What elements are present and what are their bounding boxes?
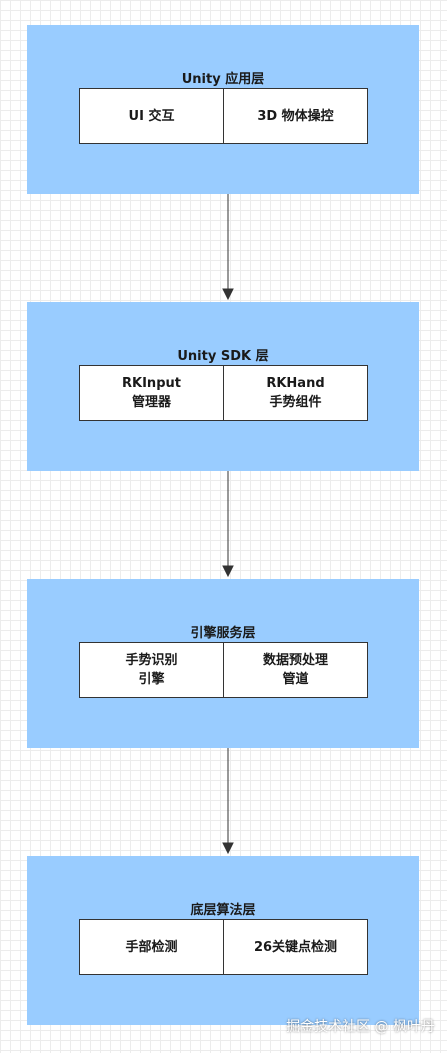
component-label: 数据预处理 bbox=[262, 653, 328, 668]
component-box-rkinput: RKInput 管理器 bbox=[80, 366, 223, 420]
component-label: 手势识别 bbox=[125, 653, 178, 668]
layer-engine-service: 引擎服务层 手势识别 引擎 数据预处理 管道 bbox=[27, 579, 419, 748]
component-label: 3D 物体操控 bbox=[257, 108, 334, 124]
component-label: 引擎 bbox=[138, 672, 165, 687]
component-box-preprocess-pipeline: 数据预处理 管道 bbox=[223, 643, 367, 697]
component-label: 手势组件 bbox=[269, 395, 322, 410]
layer-title: 引擎服务层 bbox=[190, 626, 256, 641]
layer-title: Unity 应用层 bbox=[181, 72, 265, 87]
component-row: 手部检测 26关键点检测 bbox=[79, 919, 368, 975]
watermark: 掘金技术社区 @ 枫叶丹 bbox=[286, 1019, 435, 1035]
component-row: RKInput 管理器 RKHand 手势组件 bbox=[79, 365, 368, 421]
component-box-rkhand: RKHand 手势组件 bbox=[223, 366, 367, 420]
component-label: 26关键点检测 bbox=[253, 939, 338, 955]
component-label: 管理器 bbox=[131, 395, 171, 410]
arrow-head-2 bbox=[222, 565, 234, 578]
component-row: UI 交互 3D 物体操控 bbox=[79, 88, 368, 144]
component-label: RKHand bbox=[266, 376, 325, 391]
layer-title: Unity SDK 层 bbox=[177, 349, 269, 364]
layer-application: Unity 应用层 UI 交互 3D 物体操控 bbox=[27, 25, 419, 194]
layer-sdk: Unity SDK 层 RKInput 管理器 RKHand 手势组件 bbox=[27, 302, 419, 471]
component-label: 手部检测 bbox=[125, 939, 178, 955]
component-box-3d-object-control: 3D 物体操控 bbox=[223, 89, 367, 143]
arrow-head-3 bbox=[222, 842, 234, 855]
component-label: UI 交互 bbox=[128, 108, 175, 124]
component-label: 管道 bbox=[282, 672, 309, 687]
layer-title: 底层算法层 bbox=[190, 903, 256, 918]
arrow-head-1 bbox=[222, 288, 234, 301]
component-box-ui-interaction: UI 交互 bbox=[80, 89, 223, 143]
component-box-hand-detection: 手部检测 bbox=[80, 920, 223, 974]
layer-algorithm: 底层算法层 手部检测 26关键点检测 bbox=[27, 856, 419, 1025]
component-label: RKInput bbox=[122, 376, 181, 391]
component-box-keypoint-detection: 26关键点检测 bbox=[223, 920, 367, 974]
component-row: 手势识别 引擎 数据预处理 管道 bbox=[79, 642, 368, 698]
component-box-gesture-engine: 手势识别 引擎 bbox=[80, 643, 223, 697]
